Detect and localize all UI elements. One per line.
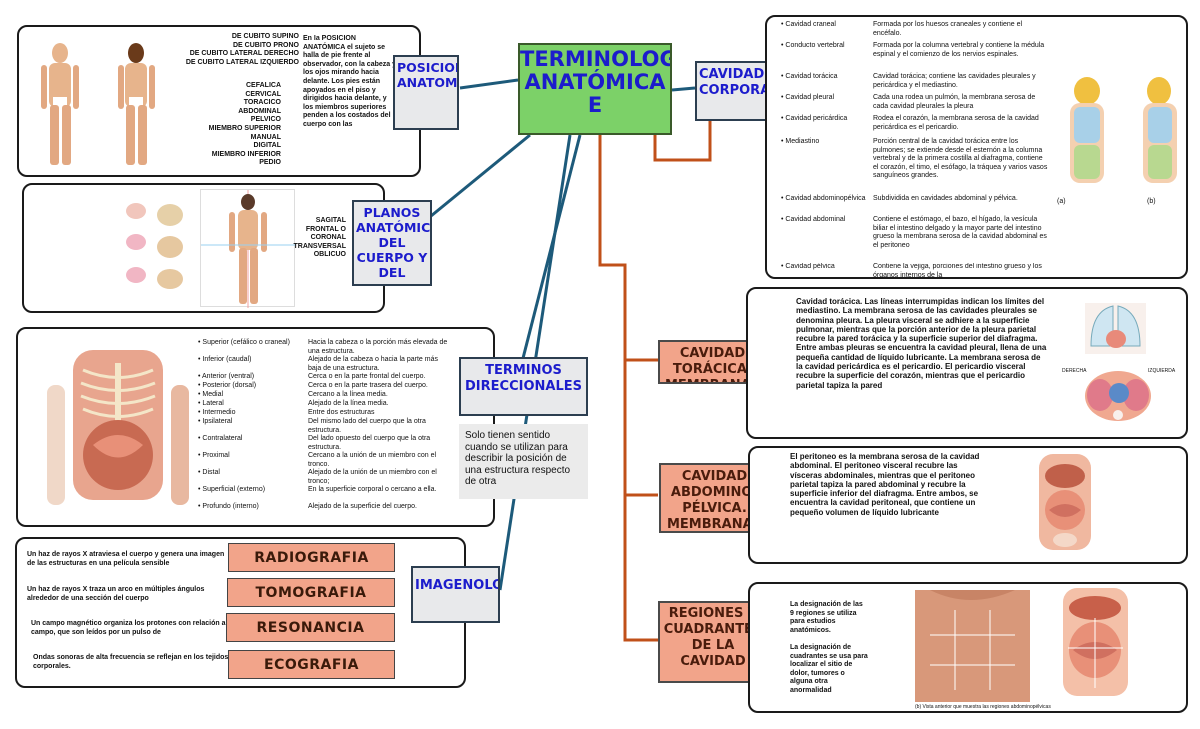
direccionales-note: Solo tienen sentido cuando se utilizan p…	[459, 424, 588, 499]
anatomical-figure-front	[33, 39, 88, 171]
abdominopelvica-text: El peritoneo es la membrana serosa de la…	[790, 452, 980, 517]
position-item: DE CUBITO PRONO	[233, 41, 299, 49]
regiones-text-1: La designación de las 9 regiones se util…	[790, 601, 863, 634]
quadrants-illustration	[1058, 588, 1133, 696]
planes-body-figure	[200, 189, 296, 308]
planos-card: SAGITAL FRONTAL O CORONAL TRANSVERSAL OB…	[22, 183, 385, 313]
thorax-frontal-illustration	[1083, 301, 1148, 356]
planos-topic[interactable]: PLANOS ANATÓMICOS DEL CUERPO Y DEL	[352, 200, 432, 286]
position-item: DE CUBITO LATERAL DERECHO	[189, 50, 299, 58]
position-item: DE CUBITO SUPINO	[231, 33, 299, 40]
region-item: DIGITAL	[253, 142, 281, 150]
central-topic[interactable]: TERMINOLOGÍA ANATÓMICA E	[518, 43, 672, 135]
term-row: • Inferior (caudal)Alejado de la cabeza …	[198, 356, 438, 372]
posiciones-card: DE CUBITO SUPINO DE CUBITO PRONO DE CUBI…	[17, 25, 421, 177]
region-item: CEFALICA	[246, 82, 281, 89]
imaging-desc: Un haz de rayos X atraviesa el cuerpo y …	[27, 551, 225, 567]
term-row: • Superficial (externo)En la superficie …	[198, 486, 437, 493]
radiografia-label[interactable]: RADIOGRAFIA	[228, 543, 395, 572]
term-row: • Anterior (ventral)Cerca o en la parte …	[198, 373, 426, 380]
body-cavities-illustration-a	[1062, 77, 1112, 197]
abdominopelvica-card: El peritoneo es la membrana serosa de la…	[748, 446, 1188, 564]
regiones-title: REGIONES Y CUADRANTES DE LA CAVIDAD	[663, 606, 763, 669]
region-item: TORACICO	[243, 99, 281, 107]
fig-label-left: IZQUIERDA	[1148, 368, 1176, 374]
fig-label-a: (a)	[1057, 198, 1066, 205]
regiones-caption: (b) Vista anterior que muestra las regio…	[915, 704, 1051, 710]
position-list: DE CUBITO SUPINO DE CUBITO PRONO DE CUBI…	[169, 33, 299, 67]
region-item: PEDIO	[259, 159, 281, 167]
position-item: DE CUBITO LATERAL IZQUIERDO	[185, 58, 299, 66]
direccionales-topic[interactable]: TERMINOS DIRECCIONALES	[459, 357, 588, 416]
term-row: • Profundo (interno)Alejado de la superf…	[198, 503, 417, 510]
region-item: MIEMBRO INFERIOR	[211, 150, 281, 158]
resonancia-label[interactable]: RESONANCIA	[226, 613, 395, 642]
plano-item: OBLICUO	[313, 251, 346, 259]
imaging-desc: Un campo magnético organiza los protones…	[31, 620, 228, 636]
planos-list: SAGITAL FRONTAL O CORONAL TRANSVERSAL OB…	[286, 217, 346, 260]
thorax-transverse-illustration	[1083, 369, 1153, 424]
body-cavities-illustration-b	[1139, 77, 1181, 197]
term-row: • Superior (cefálico o craneal)Hacia la …	[198, 339, 448, 355]
region-list: CEFALICA CERVICAL TORACICO ABDOMINAL PEL…	[169, 82, 281, 168]
posiciones-title: POSICIONES ANATOMICAS	[397, 60, 458, 90]
anatomical-figure-back	[114, 39, 159, 171]
plano-item: SAGITAL	[315, 217, 346, 224]
term-row: • Posterior (dorsal)Cerca o en la parte …	[198, 382, 428, 389]
abdomen-organs-illustration	[1035, 454, 1095, 554]
imaging-desc: Un haz de rayos X traza un arco en múlti…	[27, 586, 205, 602]
plano-item: TRANSVERSAL	[293, 242, 346, 250]
abdomen-regions-illustration	[915, 590, 1030, 702]
planos-title: PLANOS ANATÓMICOS DEL CUERPO Y DEL	[356, 205, 431, 280]
imagenologia-title: IMAGENOLOGIA	[415, 578, 498, 593]
abdominopelvica-title: CAVIDAD ABDOMINO-PÉLVICA. MEMBRANAS	[666, 469, 763, 532]
tomografia-label[interactable]: TOMOGRAFIA	[227, 578, 395, 607]
fig-label-right: DERECHA	[1062, 368, 1087, 374]
cavidades-title: CAVIDADES CORPORALES	[699, 67, 780, 98]
region-item: PELVICO	[250, 116, 281, 124]
region-item: ABDOMINAL	[238, 107, 281, 115]
posiciones-topic[interactable]: POSICIONES ANATOMICAS	[393, 55, 459, 130]
fig-label-b: (b)	[1147, 198, 1156, 205]
regiones-text-2: La designación de cuadrantes se usa para…	[790, 644, 868, 694]
imaging-desc: Ondas sonoras de alta frecuencia se refl…	[33, 654, 229, 670]
posicion-description: En la POSICIÓN ANATÓMICA el sujeto se ha…	[303, 35, 396, 128]
imagenologia-topic[interactable]: IMAGENOLOGIA	[411, 566, 500, 623]
plano-item: FRONTAL O CORONAL	[305, 225, 346, 242]
ecografia-label[interactable]: ECOGRAFIA	[228, 650, 395, 679]
direction-terms-table: • Superior (cefálico o craneal)Hacia la …	[198, 339, 448, 512]
regiones-card: La designación de las 9 regiones se util…	[748, 582, 1188, 713]
direccionales-card: • Superior (cefálico o craneal)Hacia la …	[16, 327, 495, 527]
region-item: CERVICAL	[245, 90, 281, 98]
toracica-text: Cavidad torácica. Las líneas interrumpid…	[796, 297, 1047, 390]
region-item: MANUAL	[250, 133, 281, 141]
brain-sections-illustration	[122, 197, 187, 297]
central-title: TERMINOLOGÍA ANATÓMICA E	[520, 47, 670, 117]
torso-organs-illustration	[43, 345, 193, 523]
region-item: MIEMBRO SUPERIOR	[208, 124, 281, 132]
toracica-title: CAVIDAD TORÁCICA. MEMBRANAS	[665, 346, 760, 382]
direccionales-title: TERMINOS DIRECCIONALES	[465, 363, 582, 394]
toracica-card: Cavidad torácica. Las líneas interrumpid…	[746, 287, 1188, 439]
